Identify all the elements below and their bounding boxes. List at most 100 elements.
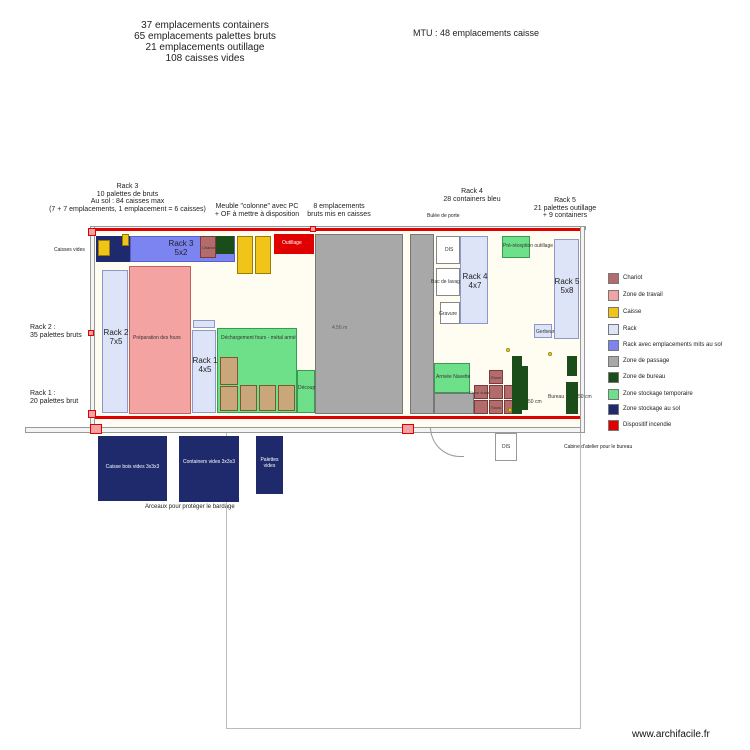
legend-swatch: [608, 273, 619, 284]
ground-block-label: Caisse bois vides 3x3x3: [105, 464, 160, 470]
rack-name: Rack 1: [192, 356, 218, 365]
legend-label: Zone stockage temporaire: [623, 391, 693, 397]
summary-line: 108 caisses vides: [165, 53, 245, 64]
center-dim: 4.56 m: [332, 325, 348, 331]
annotation-line: 10 palettes de bruts: [96, 190, 159, 198]
rack-3-label: Rack 3 5x2: [131, 239, 231, 258]
fire-corner-bl: [88, 410, 96, 418]
rack-dim: 4x7: [468, 280, 482, 290]
chariot: [474, 400, 488, 414]
annotation-line: 8 emplacements: [313, 203, 365, 210]
annotation-line: Rack 5: [554, 197, 576, 204]
legend-swatch: [608, 404, 619, 415]
legend-swatch: [608, 389, 619, 400]
ground-block-palettes: Palettes vides: [256, 436, 283, 494]
extension-line: [580, 433, 581, 729]
rack-dim: 5x8: [560, 285, 574, 295]
office-desk: [512, 356, 522, 414]
fire-extinguisher: Outillage: [274, 234, 314, 254]
annotation-line: Rack 4: [461, 188, 483, 195]
caisses-vides-annotation: Caisses vides: [54, 247, 85, 253]
rack-name: Rack 2: [103, 328, 129, 337]
bureau-label: Bureau: [548, 394, 565, 400]
watermark: www.archifacile.fr: [632, 729, 710, 740]
fire-line-bottom: [95, 416, 580, 419]
office-zone: [216, 236, 234, 254]
annotation-line: Au sol : 84 caisses max: [90, 198, 165, 206]
legend-label: Dispositif incendie: [623, 422, 672, 428]
arrivee-zone: Arrivée Navette: [434, 363, 470, 393]
bulle-annotation: Bulée de porte: [427, 213, 460, 219]
gerbeur: Gerbeur: [534, 324, 554, 338]
summary-line: 65 emplacements palettes bruts: [134, 31, 276, 42]
legend-swatch: [608, 340, 619, 351]
legend-label: Caisse: [623, 309, 642, 315]
caisse: [122, 234, 129, 246]
summary-block: 37 emplacements containers 65 emplacemen…: [120, 20, 290, 64]
passage-small: [434, 393, 474, 414]
dis-box: DIS: [495, 433, 517, 461]
annotation-line: 28 containers bleu: [443, 195, 501, 203]
pallet: [240, 385, 257, 411]
legend-label: Rack: [623, 326, 637, 332]
rack1-annotation: Rack 1 : 20 palettes brut: [30, 390, 78, 405]
arceaux-annotation: Arceaux pour protéger le bardage: [145, 504, 235, 510]
passage-right: [410, 234, 434, 414]
gravure-box: Gravure: [439, 302, 460, 324]
chariot: Etuve cuisson: [469, 385, 494, 399]
caisse: [237, 236, 253, 274]
annotation-line: Meuble "colonne" avec PC: [215, 203, 299, 210]
rack-4-label: Rack 4 4x7: [457, 272, 493, 291]
pallet: [259, 385, 276, 411]
legend-label: Zone de travail: [623, 292, 663, 298]
gravure-label: Gravure: [439, 311, 458, 317]
fire-marker: [90, 424, 102, 434]
legend-label: Zone de passage: [623, 358, 670, 364]
marker-dot: [506, 348, 510, 352]
rack-4: Rack 4 4x7: [460, 236, 488, 324]
ground-block-caisse-bois: Caisse bois vides 3x3x3: [98, 436, 167, 501]
annotation-line: bruts mis en caisses: [307, 210, 371, 218]
decoupe-zone: Découpe/travelée: [297, 370, 337, 413]
pre-reception-zone: Pré-réception outillage: [502, 236, 553, 258]
legend-swatch: [608, 420, 619, 431]
pallet: [220, 357, 238, 385]
bac-label: Bac de lavage: [431, 279, 463, 285]
summary-line: 21 emplacements outillage: [145, 42, 265, 53]
legend-label: Chariot: [623, 275, 643, 281]
dim-label: 50 cm: [528, 399, 542, 405]
arrivee-label: Arrivée Navette: [436, 374, 471, 380]
chariot: Etuve: [489, 370, 503, 384]
rack-1: Rack 1 4x5: [192, 330, 218, 413]
preparation-label: Préparation des fours: [133, 335, 181, 341]
caisse: [255, 236, 271, 274]
legend-swatch: [608, 372, 619, 383]
ground-block-label: Palettes vides: [260, 457, 279, 469]
office-desk: [566, 382, 578, 414]
chariot-small-label: Etuve cuisson: [469, 390, 494, 395]
legend-label: Rack avec emplacements mits au sol: [623, 342, 723, 348]
fire-line-top: [95, 228, 580, 231]
mtu-note: MTU : 48 emplacements caisse: [413, 28, 540, 38]
annotation-line: 35 palettes bruts: [30, 331, 82, 339]
rack2-annotation: Rack 2 : 35 palettes bruts: [30, 324, 82, 339]
outer-wall-right: [580, 226, 585, 433]
extinguisher-label: Outillage: [282, 240, 302, 246]
dechargement-label: Déchargement fours - métal armé: [221, 335, 296, 341]
bac-lavage: Bac de lavage: [431, 268, 463, 296]
marker-dot: [548, 352, 552, 356]
legend-swatch: [608, 324, 619, 335]
chariot-label: Chariot: [202, 245, 215, 250]
dis-label: DIS: [502, 444, 511, 450]
fire-marker: [402, 424, 414, 434]
door-opening: [430, 427, 464, 457]
ground-block-label: Containers vides 3x3x3: [183, 459, 235, 465]
annotation-line: 20 palettes brut: [30, 397, 79, 405]
rack-5-label: Rack 5 5x8: [551, 277, 583, 296]
annotation-line: Rack 2 :: [30, 324, 56, 331]
pre-reception-label: Pré-réception outillage: [503, 243, 554, 249]
dis-label: DIS: [445, 247, 454, 253]
caisse: [98, 240, 110, 256]
fire-marker: [310, 226, 316, 232]
legend-label: Zone stockage au sol: [623, 406, 681, 412]
